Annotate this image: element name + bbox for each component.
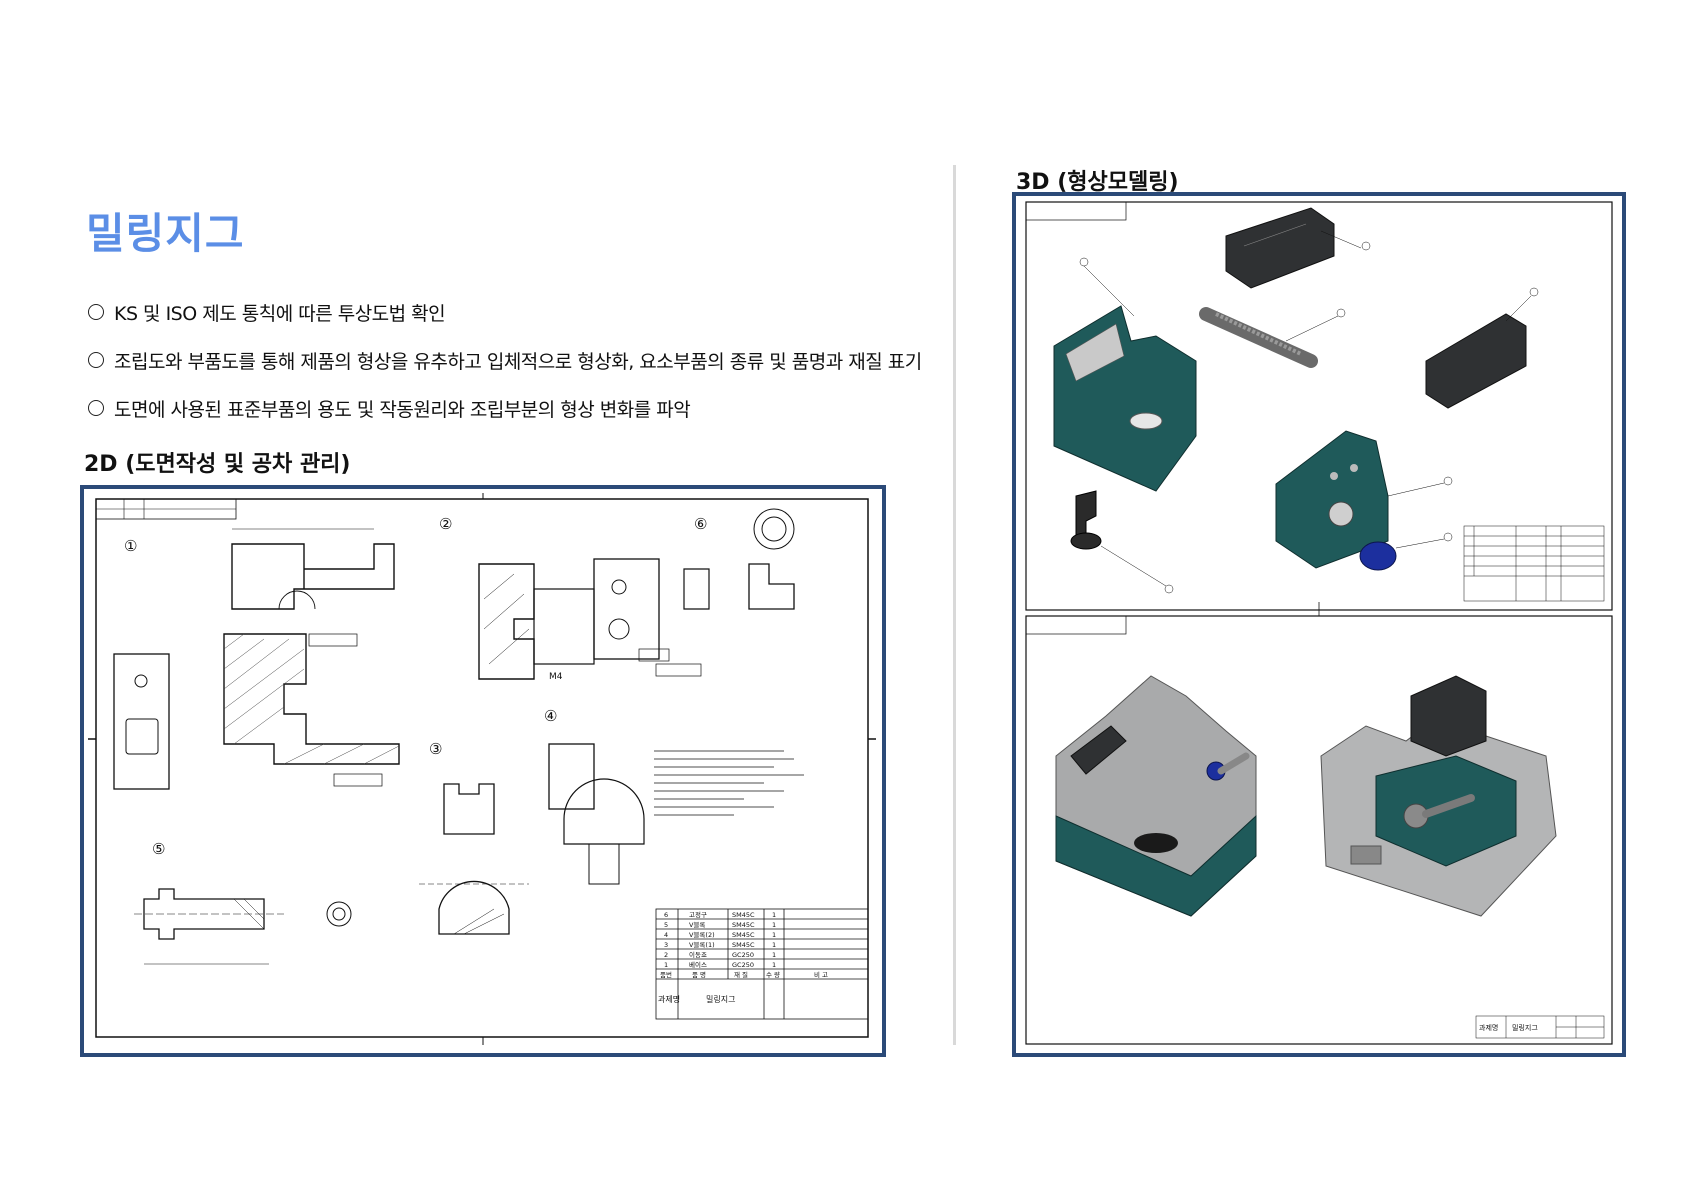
parts-header-material: 재 질: [734, 971, 748, 979]
parts-row-name: 이동죠: [689, 950, 707, 959]
drawing-3d-frame: 과제명 밀링지그: [1012, 192, 1626, 1057]
parts-row-material: SM45C: [732, 911, 755, 919]
parts-row-num: 2: [664, 951, 668, 959]
circle-bullet-icon: [88, 400, 104, 416]
title-block-name-3d: 밀링지그: [1512, 1023, 1538, 1032]
drawing-2d-frame: ① ② M4: [80, 485, 886, 1057]
callout-part-6: ⑥: [694, 515, 707, 533]
parts-row-qty: 1: [772, 931, 776, 939]
drawing-2d-sheet: ① ② M4: [88, 493, 876, 1045]
part-6-views: ⑥: [683, 508, 795, 610]
part-2-views: ② M4: [439, 515, 702, 682]
parts-row-qty: 1: [772, 951, 776, 959]
parts-header-num: 품번: [660, 970, 672, 979]
parts-row-qty: 1: [772, 941, 776, 949]
callout-part-2: ②: [439, 515, 452, 533]
parts-row-qty: 1: [772, 911, 776, 919]
page-title: 밀링지그: [86, 209, 245, 258]
circle-bullet-icon: [88, 352, 104, 368]
callout-part-1: ①: [124, 537, 137, 555]
part-4-views: ④: [544, 707, 645, 885]
assembled-view-sheet: 과제명 밀링지그: [1025, 615, 1613, 1045]
parts-row-material: SM45C: [732, 931, 755, 939]
parts-row-num: 4: [664, 931, 668, 939]
parts-row-name: V블록(1): [689, 941, 715, 949]
bullet-text: 도면에 사용된 표준부품의 용도 및 작동원리와 조립부분의 형상 변화를 파악: [114, 398, 691, 421]
part-1-views: ①: [113, 528, 400, 790]
bullet-item: 도면에 사용된 표준부품의 용도 및 작동원리와 조립부분의 형상 변화를 파악: [88, 384, 948, 432]
parts-row-name: 베이스: [689, 960, 707, 969]
callout-part-4: ④: [544, 707, 557, 725]
bullet-list: KS 및 ISO 제도 통칙에 따른 투상도법 확인 조립도와 부품도를 통해 …: [88, 288, 948, 432]
circle-bullet-icon: [88, 304, 104, 320]
parts-row-material: SM45C: [732, 941, 755, 949]
bullet-item: 조립도와 부품도를 통해 제품의 형상을 유추하고 입체적으로 형상화, 요소부…: [88, 336, 948, 384]
svg-text:M4: M4: [549, 672, 563, 682]
parts-row-material: SM45C: [732, 921, 755, 929]
notes-block: [654, 750, 804, 816]
parts-row-num: 6: [664, 911, 668, 919]
parts-row-material: GC250: [732, 951, 754, 959]
title-block-name: 밀링지그: [706, 994, 735, 1004]
drawing-3d-sheets: 과제명 밀링지그: [1025, 201, 1613, 1045]
parts-row-num: 1: [664, 961, 668, 969]
parts-row-name: 고정구: [689, 910, 707, 919]
exploded-view-sheet: [1025, 201, 1613, 616]
parts-row-name: V블록(2): [689, 931, 715, 939]
parts-row-qty: 1: [772, 961, 776, 969]
bullet-item: KS 및 ISO 제도 통칙에 따른 투상도법 확인: [88, 288, 948, 336]
callout-part-5: ⑤: [152, 840, 165, 858]
section-title-3d: 3D (형상모델링): [1016, 170, 1179, 195]
title-block-label: 과제명: [658, 994, 680, 1004]
section-title-2d: 2D (도면작성 및 공차 관리): [84, 452, 351, 477]
parts-header-name: 품 명: [692, 970, 706, 979]
parts-list-table: 6 고정구 SM45C 1 5 V블록 SM45C 1 4 V블록(2) SM4…: [655, 908, 869, 1020]
parts-header-note: 비 고: [814, 970, 828, 979]
parts-header-qty: 수 량: [766, 971, 780, 979]
bullet-text: 조립도와 부품도를 통해 제품의 형상을 유추하고 입체적으로 형상화, 요소부…: [114, 350, 922, 373]
part-5-views: ⑤: [134, 840, 352, 965]
bullet-text: KS 및 ISO 제도 통칙에 따른 투상도법 확인: [114, 302, 446, 325]
parts-row-num: 3: [664, 941, 668, 949]
parts-row-qty: 1: [772, 921, 776, 929]
column-divider: [953, 165, 956, 1045]
parts-row-material: GC250: [732, 961, 754, 969]
parts-row-name: V블록: [689, 921, 705, 929]
callout-part-3: ③: [429, 740, 442, 758]
title-block-label-3d: 과제명: [1479, 1023, 1498, 1032]
part-3-views: ③: [419, 740, 529, 935]
parts-row-num: 5: [664, 921, 668, 929]
